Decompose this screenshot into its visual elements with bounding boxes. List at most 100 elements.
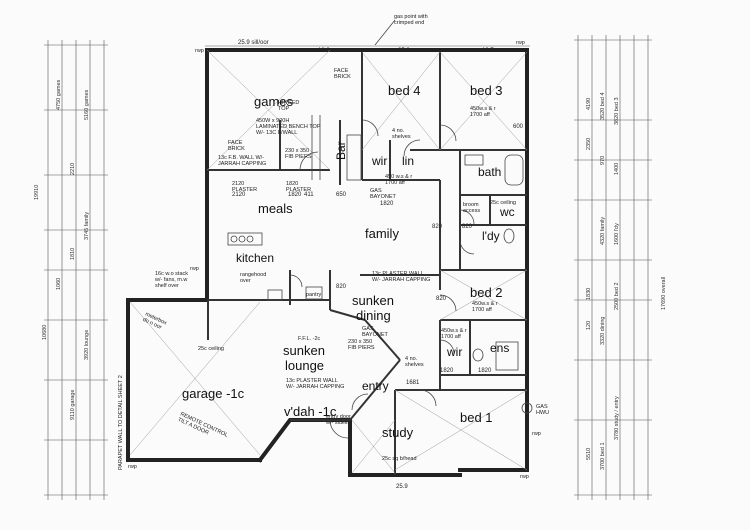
dim-left-8: 9110 garage [70,390,76,420]
room-sunken-lounge-2: lounge [285,358,324,373]
rwp-tag: rwp [520,474,529,480]
room-sunken-dining-1: sunken [352,293,394,308]
dim-right-5: 1400 [614,163,620,175]
note-meterbox: meterboxdo n oor [142,311,168,332]
room-wir-bottom: wir [446,345,462,359]
note-ceiling-25c: 25c ceiling [490,200,516,206]
note-dim-259: 25.9 [396,484,408,490]
room-family: family [365,226,399,241]
dim-right-10: 120 [586,321,592,330]
inner-dim: 650 [336,192,347,198]
dim-left-6: 10680 [42,325,48,340]
dim-right-8: 1830 [586,288,592,300]
inner-dim: 1820 [288,192,302,198]
inner-dim: 820 [436,296,447,302]
room-bath: bath [478,165,501,179]
note-remote: REMOTE CONTROLTILT A DOOR [177,411,229,444]
note-fb-wall: 13c F.B. WALL W/-JARRAH CAPPING [218,155,266,167]
inner-dim: 820 [432,224,443,230]
room-entry: entry [362,379,389,393]
inner-dim: 820 [336,284,347,290]
interior-walls [207,52,527,475]
right-dimension-labels: 4190 3520 bed 4 3820 bed 3 2350 970 1400… [586,92,620,470]
room-kitchen: kitchen [236,251,274,265]
rwp-tag: rwp [516,40,525,46]
inner-dim: 600 [513,124,524,130]
fixtures [227,115,533,414]
dim-right-4: 970 [600,156,606,165]
note-ffl: F.F.L. -2c [298,336,321,342]
room-bed4: bed 4 [388,83,421,98]
inner-dim: 1820 [440,368,454,374]
room-wc: wc [499,205,515,219]
note-shelves-top: 4 no.shelves [392,128,411,140]
room-garage: garage -1c [182,386,245,401]
room-ens: ens [490,341,509,355]
inner-dim: 820 [462,224,473,230]
room-wir-top: wir [371,154,387,168]
room-meals: meals [258,201,293,216]
dim-left-0: 4750 games [56,79,62,110]
note-parapet: PARAPET WALL TO DETAIL SHEET 2 [118,375,124,470]
room-sunken-lounge-1: sunken [283,343,325,358]
gas-point-leader [374,19,396,46]
left-dimension-lines [44,40,108,500]
inner-dim: 1820 [478,368,492,374]
dim-top-0: 25.9 sill/oor [238,40,269,46]
inner-dim: 2120 [232,192,246,198]
dim-right-2: 3820 bed 3 [614,97,620,125]
dim-left-7: 3920 lounge [84,330,90,360]
room-bar: Bar [334,141,348,160]
inner-dim: 411 [304,192,314,198]
dim-right-11: 3320 dining [600,317,606,345]
inner-dim: 1820 [380,201,394,207]
dim-left-1: 5160 games [84,89,90,120]
rwp-tag: rwp [128,464,137,470]
room-lin: lin [402,154,414,168]
room-bed1: bed 1 [460,410,493,425]
dim-right-6: 4320 family [600,217,606,245]
room-study: study [382,425,414,440]
left-dimension-labels: 4750 games 5160 games 2210 3745 family 1… [42,79,90,420]
inner-dim: 1681 [406,380,420,386]
note-pantry: pantry [306,292,322,298]
dim-left-3: 3745 family [84,212,90,240]
right-dimension-lines [574,35,652,500]
dim-right-0: 4190 [586,98,592,110]
rwp-tag: rwp [532,431,541,437]
dim-right-1: 3520 bed 4 [600,92,606,120]
note-ceiling-garage: 25c ceiling [198,346,224,352]
room-ldy: l'dy [482,229,500,243]
overall-right-dim: 17690 overall [661,277,667,310]
rwp-tag: rwp [190,266,199,272]
dim-left-2: 2210 [70,163,76,175]
overall-left-dim: 19910 [34,185,40,200]
note-shelves-mid: 4 no.shelves [405,356,424,368]
room-sunken-dining-2: dining [356,308,391,323]
dim-left-4: 1810 [70,248,76,260]
garage-roof-lines [129,49,528,474]
room-bed3: bed 3 [470,83,503,98]
dim-right-12: 3780 study / entry [614,396,620,440]
